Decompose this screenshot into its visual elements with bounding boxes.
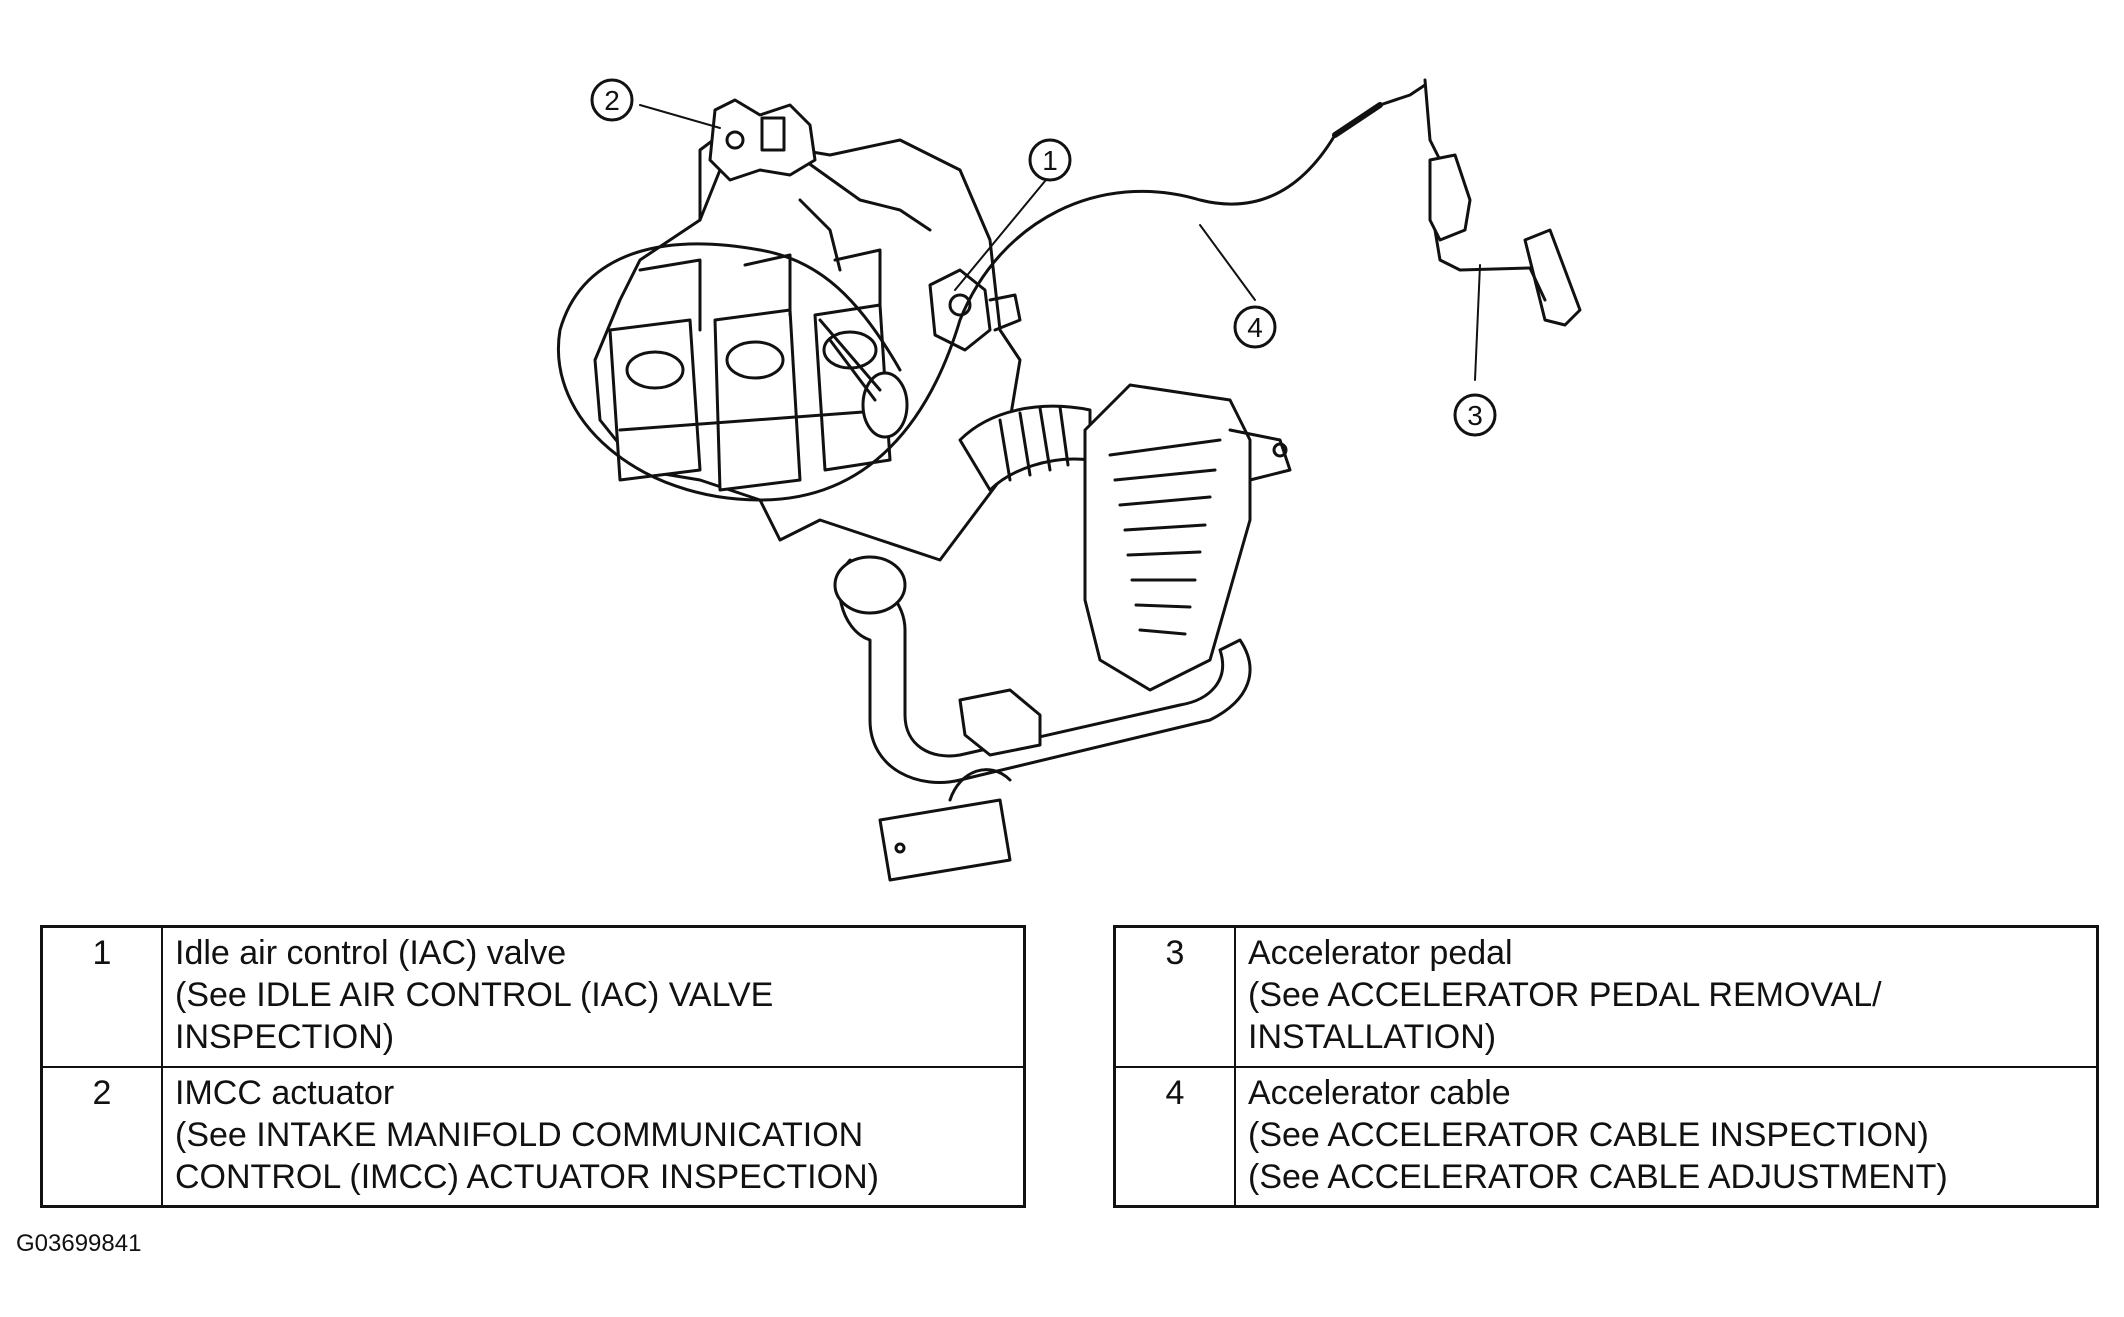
legend-description: Accelerator cable (See ACCELERATOR CABLE… [1234, 1065, 2099, 1208]
callout-label-3: 3 [1467, 400, 1483, 431]
callout-leaders [639, 104, 1481, 381]
legend-row: 1 Idle air control (IAC) valve (See IDLE… [40, 925, 1026, 1068]
callout-label-2: 2 [604, 85, 620, 116]
legend-description: Accelerator pedal (See ACCELERATOR PEDAL… [1234, 925, 2099, 1068]
callout-circle-3 [1453, 393, 1497, 437]
callout-label-1: 1 [1042, 145, 1058, 176]
legend-number: 4 [1113, 1065, 1236, 1208]
legend-number: 3 [1113, 925, 1236, 1068]
air-cleaner [1083, 383, 1292, 692]
intake-manifold [608, 248, 892, 492]
legend-row: 3 Accelerator pedal (See ACCELERATOR PED… [1113, 925, 2099, 1068]
legend-table-right: 3 Accelerator pedal (See ACCELERATOR PED… [1113, 925, 2099, 1208]
legend-line: INSPECTION) [175, 1018, 395, 1056]
legend-line: CONTROL (IMCC) ACTUATOR INSPECTION) [175, 1157, 879, 1196]
legend-line: (See ACCELERATOR CABLE ADJUSTMENT) [1248, 1157, 1948, 1196]
callout-circle-1 [1028, 138, 1072, 182]
legend-description: Idle air control (IAC) valve (See IDLE A… [161, 925, 1026, 1068]
legend-line: (See ACCELERATOR CABLE INSPECTION) [1248, 1115, 1929, 1154]
air-intake-hose [958, 404, 1092, 492]
legend-line: Accelerator pedal [1248, 934, 1513, 972]
legend-line: (See INTAKE MANIFOLD COMMUNICATION [175, 1115, 864, 1154]
accelerator-pedal [1423, 78, 1582, 327]
legend-row: 2 IMCC actuator (See INTAKE MANIFOLD COM… [40, 1065, 1026, 1208]
callout-circle-4 [1233, 305, 1277, 349]
throttle-body [818, 318, 909, 439]
legend-table-left: 1 Idle air control (IAC) valve (See IDLE… [40, 925, 1026, 1208]
callout-circle-2 [590, 78, 634, 122]
legend-line: (See IDLE AIR CONTROL (IAC) VALVE [175, 976, 774, 1014]
legend-number: 2 [40, 1065, 163, 1208]
accelerator-cable-path [557, 83, 1427, 502]
legend-line: IMCC actuator [175, 1073, 395, 1112]
imcc-actuator [708, 98, 817, 182]
callout-label-4: 4 [1247, 312, 1263, 343]
legend-number: 1 [40, 925, 163, 1068]
legend-description: IMCC actuator (See INTAKE MANIFOLD COMMU… [161, 1065, 1026, 1208]
legend-line: Idle air control (IAC) valve [175, 934, 567, 972]
legend-line: INSTALLATION) [1248, 1018, 1497, 1056]
legend-line: Accelerator cable [1248, 1073, 1511, 1112]
legend-row: 4 Accelerator cable (See ACCELERATOR CAB… [1113, 1065, 2099, 1208]
figure-code: G03699841 [16, 1230, 142, 1257]
engine-diagram: 1 2 3 4 [557, 78, 1582, 882]
intake-tube [833, 555, 1252, 882]
legend-line: (See ACCELERATOR PEDAL REMOVAL/ [1248, 976, 1882, 1014]
